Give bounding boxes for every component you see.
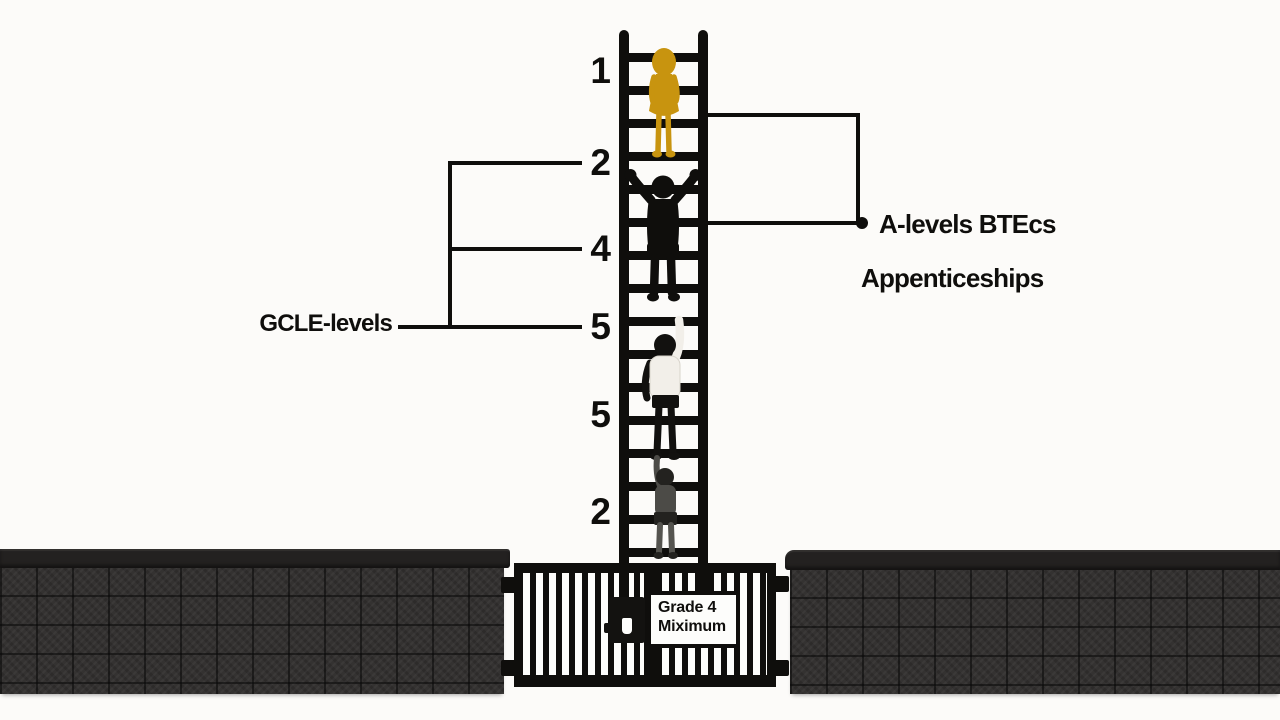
connector-line-to-4 [448, 247, 582, 251]
white-shirt-climber-figure [641, 315, 685, 460]
white-shirt [649, 355, 681, 400]
head [654, 334, 676, 356]
left-wall-cap [0, 549, 510, 568]
right-bracket-top [708, 113, 860, 117]
foot [653, 552, 664, 559]
ladder-number: 2 [590, 491, 611, 532]
head [656, 468, 674, 486]
gate-sign-line1: Grade 4 [658, 599, 717, 616]
black-figure-shape [624, 169, 702, 302]
gate-lock [604, 597, 645, 643]
gold-figure-shape [648, 48, 680, 158]
ladder-number: 4 [590, 228, 611, 269]
apprenticeships-label: Appenticeships [861, 263, 1044, 293]
gate-hinge [773, 576, 789, 592]
shorts [654, 512, 677, 525]
torso [655, 485, 676, 516]
leg [668, 522, 675, 555]
gate-sign-line2: Miximum [658, 618, 726, 635]
left-wall [0, 566, 504, 694]
right-bracket-dot [856, 217, 868, 229]
a-levels-btecs-label: A-levels BTEcs [879, 209, 1056, 239]
right-wall-cap [785, 550, 1280, 570]
left-bracket-vertical [448, 161, 452, 329]
ladder-number: 5 [590, 394, 611, 435]
right-bracket-vertical [856, 113, 860, 223]
connector-line-to-2 [448, 161, 582, 165]
gate-hinge [773, 660, 789, 676]
leg [656, 522, 663, 555]
connector-line-to-5 [398, 325, 582, 329]
left-arm [641, 359, 654, 402]
ladder-right-rail [698, 30, 708, 592]
right-bracket-bottom [708, 221, 860, 225]
ladder-number: 5 [590, 306, 611, 347]
gcse-levels-label: GCLE-levels [259, 310, 392, 337]
leg [653, 402, 663, 456]
ladder-left-rail [619, 30, 629, 600]
foot [668, 452, 680, 460]
gate-hinge [501, 577, 517, 593]
ladder-number: 2 [590, 142, 611, 183]
gate-sign: Grade 4 Miximum [647, 591, 740, 648]
gold-child-figure [648, 48, 680, 158]
black-climber-arms-raised-figure [624, 169, 702, 302]
ladder-number: 1 [590, 50, 611, 91]
gate-hinge [501, 660, 517, 676]
leg [667, 402, 677, 456]
foot [668, 552, 678, 559]
right-wall [790, 568, 1280, 694]
gray-small-climber-figure [653, 455, 678, 559]
keyhole-icon [622, 618, 632, 634]
